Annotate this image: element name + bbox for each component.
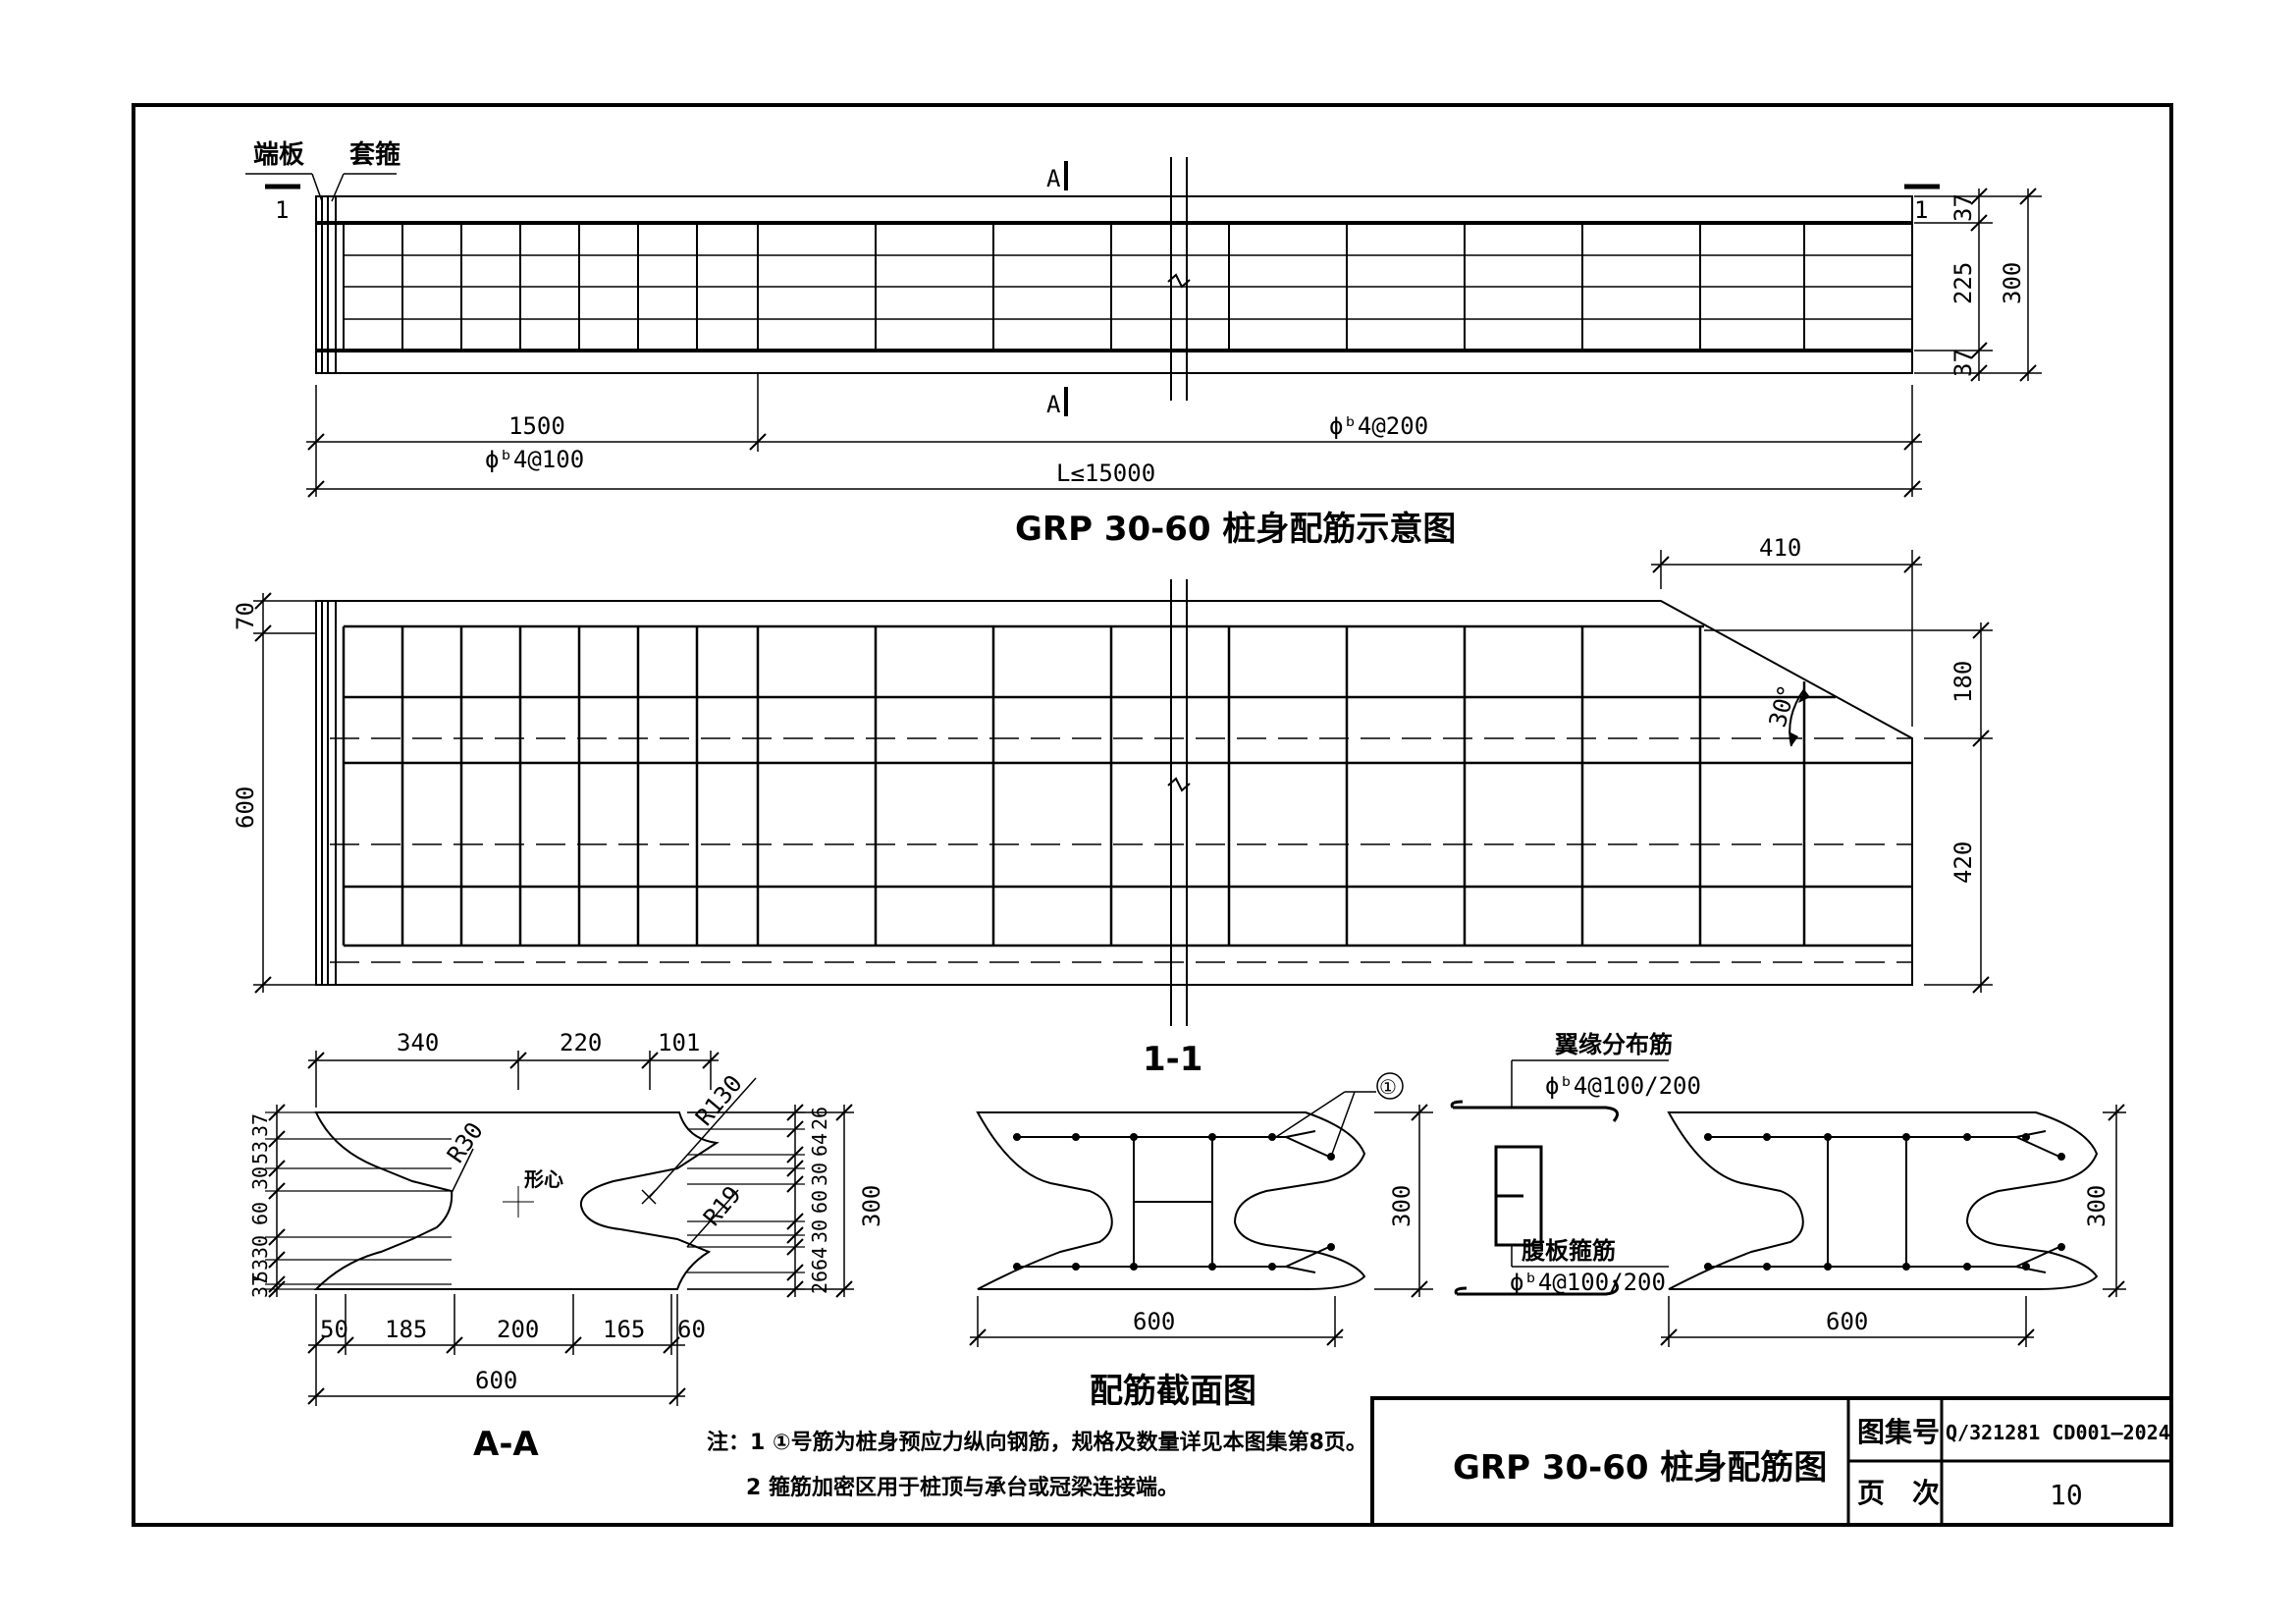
section-1-1 bbox=[315, 579, 1913, 1026]
aa-right-dim-label: 26 bbox=[808, 1271, 831, 1294]
dim-tick bbox=[268, 1280, 286, 1298]
pile-length: L≤15000 bbox=[1056, 460, 1155, 487]
rebar-detail bbox=[1450, 1059, 1669, 1296]
aa-left-dim-label: 37 bbox=[248, 1274, 272, 1298]
page-number: 10 bbox=[2050, 1479, 2083, 1511]
dim-185: 185 bbox=[385, 1316, 427, 1343]
reinf-sections-title: 配筋截面图 bbox=[1090, 1372, 1256, 1411]
section-a-a-title: A-A bbox=[473, 1425, 539, 1464]
aa-left-dim-label: 30 bbox=[248, 1166, 272, 1190]
title-block bbox=[1370, 1396, 2173, 1527]
dim-tick bbox=[268, 1104, 286, 1121]
aa-left-dim-label: 53 bbox=[248, 1141, 272, 1164]
section-a-marker-top: A bbox=[1046, 165, 1061, 192]
section-stirrups bbox=[342, 626, 1806, 946]
dim-300-reinf-b: 300 bbox=[2083, 1185, 2110, 1227]
dim-101: 101 bbox=[658, 1029, 700, 1056]
aa-right-dim-label: 60 bbox=[808, 1190, 831, 1214]
reinf-section-right bbox=[1667, 1111, 2099, 1290]
dim-600-reinf-b: 600 bbox=[1826, 1308, 1868, 1335]
dim-600-reinf-a: 600 bbox=[1133, 1308, 1175, 1335]
aa-left-dim-label: 60 bbox=[248, 1202, 272, 1225]
cut-1-right-label: 1 bbox=[1914, 196, 1928, 224]
dim-200: 200 bbox=[497, 1316, 539, 1343]
dim-37-bottom: 37 bbox=[1949, 349, 1977, 377]
dim-tick bbox=[268, 1130, 286, 1148]
aa-left-dim-label: 53 bbox=[248, 1259, 272, 1282]
pile-elevation bbox=[315, 157, 1913, 401]
stirrup-dense-spec: ϕᵇ4@100 bbox=[485, 446, 584, 473]
dim-60: 60 bbox=[677, 1316, 706, 1343]
note-line-1: 注：1 ①号筋为桩身预应力纵向钢筋，规格及数量详见本图集第8页。 bbox=[707, 1430, 1367, 1455]
centroid-label: 形心 bbox=[524, 1167, 563, 1191]
dim-600-vertical: 600 bbox=[232, 786, 259, 829]
angle-30: 30° bbox=[1764, 681, 1801, 730]
section-1-1-left-dims: 70 600 bbox=[232, 592, 316, 994]
elevation-title: GRP 30-60 桩身配筋示意图 bbox=[1015, 510, 1456, 549]
web-stirrup-label: 腹板箍筋 bbox=[1522, 1237, 1616, 1265]
aa-right-dim-label: 30 bbox=[808, 1219, 831, 1243]
r130-label: R130 bbox=[690, 1070, 748, 1131]
atlas-label: 图集号 bbox=[1857, 1416, 1940, 1448]
dim-tick bbox=[268, 1160, 286, 1177]
dim-180: 180 bbox=[1949, 661, 1977, 703]
r30-label: R30 bbox=[442, 1117, 489, 1168]
end-plate-label: 端板 bbox=[253, 140, 304, 170]
sheet-border bbox=[132, 103, 2173, 1527]
elevation-bottom-dims: 1500 ϕᵇ4@100 ϕᵇ4@200 L≤15000 bbox=[306, 373, 1922, 498]
aa-left-dim-label: 30 bbox=[248, 1235, 272, 1259]
web-stirrup-spec: ϕᵇ4@100/200 bbox=[1510, 1269, 1666, 1296]
dim-165: 165 bbox=[603, 1316, 645, 1343]
section-1-1-title: 1-1 bbox=[1143, 1040, 1202, 1079]
section-1-1-right-dims: 410 180 420 30° bbox=[1651, 534, 1993, 994]
elevation-stirrups bbox=[343, 223, 1805, 351]
dim-300-reinf-a: 300 bbox=[1388, 1185, 1415, 1227]
dim-tick bbox=[268, 1182, 286, 1200]
sleeve-hoop-label: 套箍 bbox=[349, 139, 400, 170]
dim-50: 50 bbox=[320, 1316, 348, 1343]
atlas-number: Q/321281 CD001—2024 bbox=[1946, 1421, 2170, 1444]
dim-300-aa: 300 bbox=[858, 1185, 885, 1227]
aa-right-dim-label: 30 bbox=[808, 1163, 831, 1186]
marker-1: ① bbox=[1379, 1075, 1397, 1099]
r19-label: R19 bbox=[698, 1181, 746, 1231]
cut-1-left-label: 1 bbox=[275, 196, 289, 224]
section-a-a-bottom-dims: 50 185 200 165 60 600 bbox=[307, 1294, 706, 1406]
marker-circle bbox=[1376, 1072, 1404, 1100]
dim-220: 220 bbox=[560, 1029, 602, 1056]
aa-right-dim-label: 64 bbox=[808, 1133, 831, 1157]
dim-420: 420 bbox=[1949, 841, 1977, 884]
stirrup-normal-spec: ϕᵇ4@200 bbox=[1329, 412, 1428, 440]
reinf-section-left bbox=[976, 1091, 1376, 1290]
dim-tick bbox=[268, 1251, 286, 1269]
dim-600-aa: 600 bbox=[475, 1367, 517, 1394]
dim-340: 340 bbox=[397, 1029, 439, 1056]
page-label: 页 次 bbox=[1857, 1477, 1940, 1509]
elevation-right-dims: 37 225 37 300 bbox=[1914, 188, 2042, 382]
flange-rebar-spec: ϕᵇ4@100/200 bbox=[1545, 1072, 1701, 1100]
dim-37-top: 37 bbox=[1949, 193, 1977, 222]
aa-right-dim-label: 64 bbox=[808, 1247, 831, 1271]
dim-70: 70 bbox=[232, 602, 259, 630]
note-line-2: 2 箍筋加密区用于桩顶与承台或冠梁连接端。 bbox=[746, 1475, 1179, 1500]
dim-225: 225 bbox=[1949, 262, 1977, 304]
section-a-a bbox=[313, 1077, 757, 1290]
dim-410: 410 bbox=[1759, 534, 1801, 562]
drawing-title: GRP 30-60 桩身配筋图 bbox=[1453, 1448, 1827, 1488]
dim-tick bbox=[268, 1228, 286, 1246]
aa-right-dim-label: 26 bbox=[808, 1107, 831, 1130]
section-a-marker-bottom: A bbox=[1046, 391, 1061, 418]
section-a-a-top-dims: 340 220 101 bbox=[307, 1029, 720, 1108]
flange-rebar-label: 翼缘分布筋 bbox=[1555, 1031, 1673, 1058]
dim-300: 300 bbox=[1999, 262, 2026, 304]
dim-1500: 1500 bbox=[508, 412, 565, 440]
aa-left-dim-label: 37 bbox=[248, 1113, 272, 1137]
